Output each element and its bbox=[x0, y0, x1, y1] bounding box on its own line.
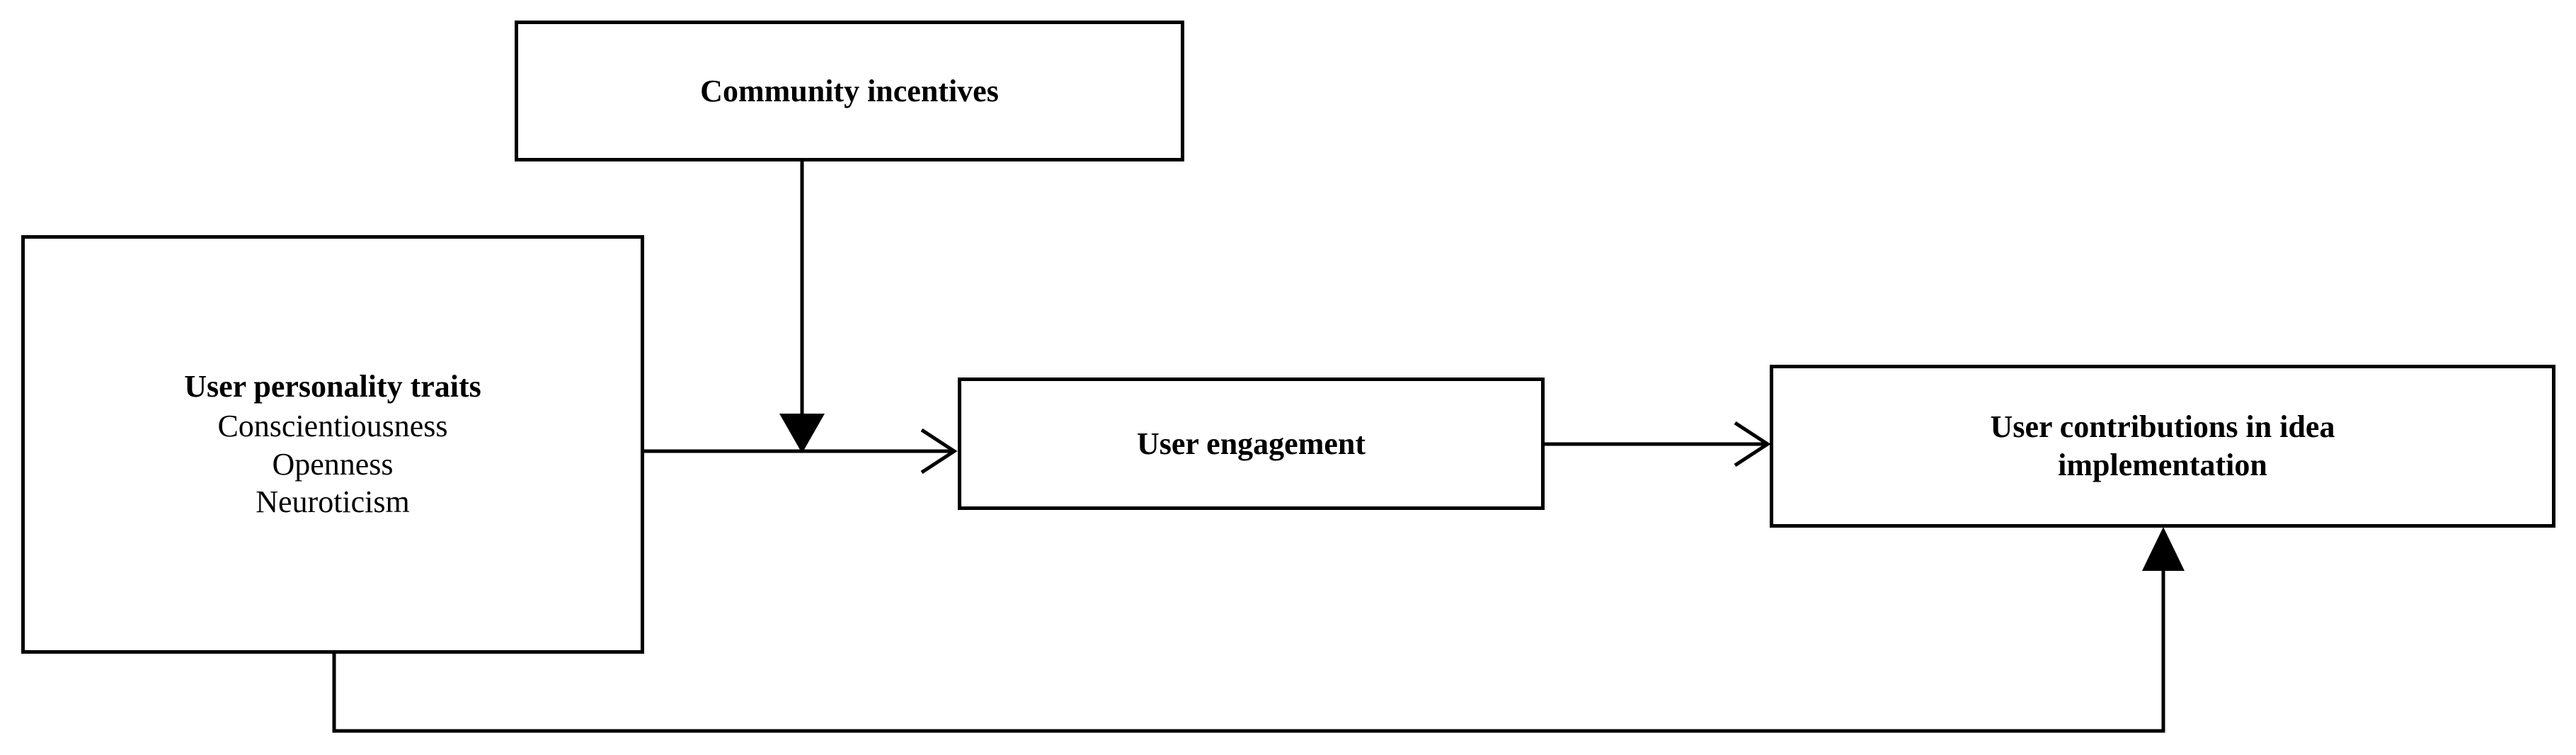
node-community-incentives-label: Community incentives bbox=[700, 73, 999, 108]
edge-engagement-to-contributions bbox=[1545, 421, 1771, 467]
node-user-engagement-label: User engagement bbox=[1137, 426, 1366, 461]
node-user-contributions-label-line-2: implementation bbox=[2058, 448, 2267, 482]
node-user-contributions[interactable]: User contributions in idea implementatio… bbox=[1770, 365, 2555, 528]
open-arrowhead-icon bbox=[920, 428, 958, 475]
node-user-personality-traits[interactable]: User personality traits Conscientiousnes… bbox=[21, 235, 644, 654]
open-arrowhead-icon bbox=[1734, 421, 1771, 467]
trait-item-conscientiousness: Conscientiousness bbox=[217, 408, 448, 443]
filled-arrowhead-icon bbox=[2142, 527, 2185, 571]
node-user-personality-traits-heading: User personality traits bbox=[184, 369, 481, 404]
node-community-incentives[interactable]: Community incentives bbox=[515, 21, 1184, 161]
filled-arrowhead-icon bbox=[779, 414, 825, 453]
node-user-contributions-label-line-1: User contributions in idea bbox=[1990, 409, 2335, 445]
node-user-engagement[interactable]: User engagement bbox=[958, 378, 1545, 510]
edge-traits-to-engagement bbox=[644, 428, 958, 475]
trait-item-neuroticism: Neuroticism bbox=[256, 484, 410, 520]
edge-community-to-link bbox=[779, 161, 825, 453]
edge-traits-to-contributions bbox=[332, 527, 2185, 733]
trait-item-openness: Openness bbox=[272, 446, 394, 482]
